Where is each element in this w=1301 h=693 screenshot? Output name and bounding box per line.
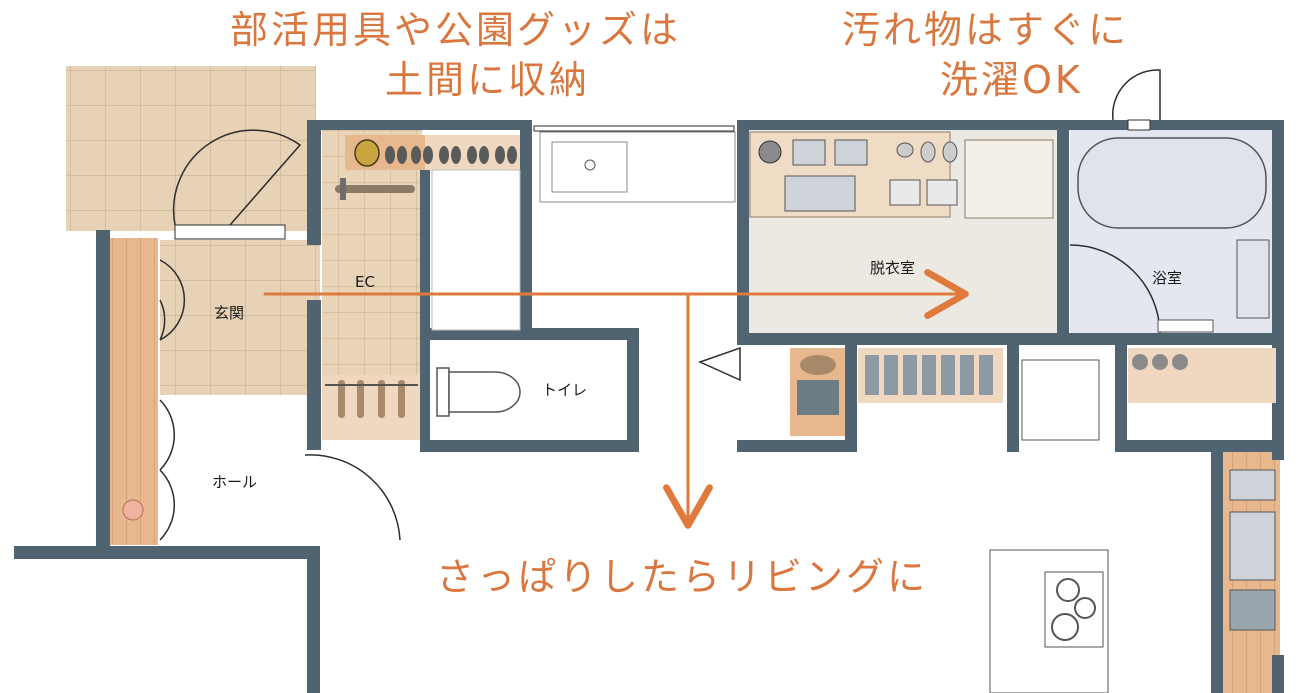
bathtub (1077, 137, 1270, 333)
storage-box (431, 169, 521, 331)
room-label-ec: EC (355, 273, 375, 291)
caption-bottom: さっぱりしたらリビングに (436, 555, 928, 599)
door-swings (159, 69, 1161, 541)
room-label-datsuishitsu: 脱衣室 (870, 259, 915, 277)
caption-top-right-1: 汚れ物はすぐに (842, 8, 1129, 52)
room-label-genkan: 玄関 (214, 304, 244, 322)
kitchen-island (989, 549, 1109, 693)
caption-top-right-2: 洗濯OK (940, 58, 1083, 102)
toilet (432, 348, 627, 436)
caption-top-left-2: 土間に収納 (385, 58, 590, 102)
room-label-hall: ホール (212, 473, 257, 491)
lower-storage (790, 348, 1276, 441)
laundry-counter (749, 131, 1054, 219)
flow-arrows (263, 269, 969, 529)
coat-rack (322, 375, 420, 440)
room-label-yokushitsu: 浴室 (1152, 269, 1182, 287)
hall-floor (160, 395, 305, 545)
caption-top-left-1: 部活用具や公園グッズは (230, 8, 681, 52)
room-label-toire: トイレ (542, 381, 587, 399)
genkan-floor (160, 240, 320, 395)
walls (14, 120, 1284, 693)
shoe-shelf (335, 135, 520, 200)
flower-decoration (122, 499, 144, 521)
wash-basin (539, 131, 736, 203)
kitchen-appliances (1229, 469, 1276, 631)
porch-tiles (66, 66, 316, 231)
wood-floor-left (108, 238, 158, 545)
